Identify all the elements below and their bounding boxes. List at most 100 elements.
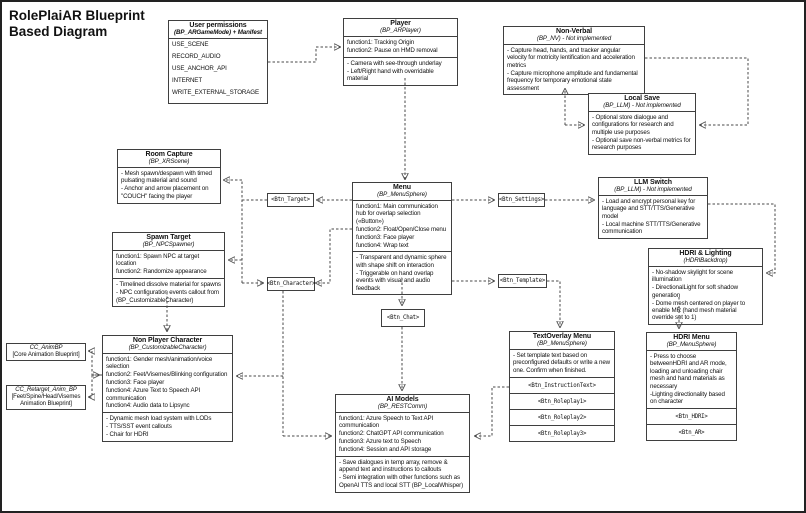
function-line: function2: ChatGPT API communication [339, 430, 444, 438]
function-line: function2: Pause on HMD removal [347, 46, 438, 54]
box-subtitle: (BP_MenuSphere) [666, 341, 717, 348]
note-line: - Dome mesh centered on player to enable… [652, 299, 746, 322]
connector-label-btn-chat: <Btn_Chat> [381, 309, 425, 327]
box-header: HDRI & Lighting (HDRIBackdrop) [649, 249, 762, 267]
connector-label-btn-settings: <Btn_Settings> [498, 193, 545, 207]
note-line: - Semi integration with other functions … [339, 474, 464, 489]
function-line: function3: Face player [356, 233, 415, 241]
box-menu: Menu (BP_MenuSphere) function1: Main com… [352, 182, 452, 296]
box-subtitle: (BP_LLM) - Not implemented [614, 186, 692, 193]
notes-section: - Capture head, hands, and tracker angul… [504, 45, 644, 94]
box-non-verbal: Non-Verbal (BP_NV) - Not implemented - C… [503, 26, 645, 96]
box-title: User permissions [189, 22, 247, 29]
note-line: - Chair for HDRI [106, 431, 149, 439]
connector-label-btn-character: <Btn_Character> [267, 277, 315, 291]
note-line: - Set template text based on preconfigur… [513, 352, 611, 374]
note-line: - Left/Right hand with overridable mater… [347, 67, 434, 83]
box-title: CC_AnimBP [29, 345, 63, 351]
note-line: - Optional save non-verbal metrics for r… [592, 136, 691, 152]
box-cc-retarget-anim-bp: CC_Retarget_Anim_BP [Feet/Spine/Head/Vis… [6, 385, 86, 410]
notes-section: - Optional store dialogue and configurat… [589, 112, 695, 154]
button-cell-roleplay2: <Btn_Roleplay2> [510, 408, 614, 425]
permission-item: RECORD_AUDIO [172, 52, 221, 60]
box-header: Non-Verbal (BP_NV) - Not implemented [504, 27, 644, 45]
box-header: Room Capture (BP_XRScene) [118, 150, 220, 168]
note-line: - Local machine STT/TTS/Generative commu… [602, 220, 701, 236]
button-cell-instruction-text: <Btn_InstructionText> [510, 376, 614, 393]
wire-btn-template-textoverlay [547, 280, 560, 327]
permission-item: USE_SCENE [172, 41, 209, 48]
box-llm-switch: LLM Switch (BP_LLM) - Not implemented - … [598, 177, 708, 240]
wire-userperms-player [268, 47, 340, 63]
connector-label-text: <Btn_Target> [271, 197, 310, 203]
box-title: Player [390, 20, 411, 27]
function-line: function2: Randomize appearance [116, 268, 207, 276]
note-line: - Triggerable on hand overlap events wit… [356, 269, 434, 292]
box-subtitle: (BP_ARGameMode) + Manifest [174, 29, 262, 36]
function-line: function1: Main communication hub for ov… [356, 203, 438, 225]
note-line: - Mesh spawn/despawn with timed pulsatin… [121, 170, 212, 185]
note-line: - Camera with see-through underlay [347, 59, 442, 67]
box-local-save: Local Save (BP_LLM) - Not implemented - … [588, 93, 696, 156]
notes-section: - Camera with see-through underlay - Lef… [344, 56, 457, 85]
connector-label-text: <Btn_Settings> [498, 197, 545, 203]
function-line: function4: Azure Text to Speech API comm… [106, 387, 201, 402]
functions-section: function1: Azure Speech to Text API comm… [336, 413, 469, 456]
box-user-permissions: User permissions (BP_ARGameMode) + Manif… [168, 20, 268, 104]
note-line: - Save dialogues in temp array, remove &… [339, 459, 448, 474]
box-title: AI Models [386, 396, 419, 403]
note-line: [Core Animation Blueprint] [12, 352, 80, 358]
notes-section: - Mesh spawn/despawn with timed pulsatin… [118, 168, 220, 203]
box-title: LLM Switch [634, 179, 672, 186]
connector-label-text: <Btn_Template> [499, 278, 546, 284]
note-line: - Anchor and arrow placement on "COUCH" … [121, 185, 209, 200]
box-title: Spawn Target [146, 234, 191, 241]
note-line: - Press to choose betweenHDRI and AR mod… [650, 353, 727, 390]
function-line: function1: Spawn NPC at target location [116, 253, 200, 268]
function-line: function4: Wrap text [356, 241, 409, 249]
box-title: Non Player Character [132, 337, 203, 344]
note-line: [Feet/Spine/Head/Visemes Animation Bluep… [11, 394, 81, 407]
box-ai-models: AI Models (BP_RESTComm) function1: Azure… [335, 394, 470, 493]
permissions-list: USE_SCENE RECORD_AUDIO USE_ANCHOR_API IN… [169, 39, 267, 103]
connector-label-text: <Btn_Character> [266, 281, 316, 287]
note-line: - DirectionalLight for soft shadow gener… [652, 284, 739, 299]
function-line: function1: Gender mesh/animation/voice s… [106, 356, 213, 371]
function-line: function4: Session and API storage [339, 446, 432, 454]
box-subtitle: (BP_XRScene) [148, 158, 190, 165]
function-line: function1: Tracking Origin [347, 39, 415, 46]
box-subtitle: (HDRIBackdrop) [683, 257, 728, 264]
notes-section: - Load and encrypt personal key for lang… [599, 196, 707, 238]
box-subtitle: (BP_ARPlayer) [380, 27, 421, 34]
box-subtitle: (BP_NPCSpawner) [142, 241, 195, 248]
box-player: Player (BP_ARPlayer) function1: Tracking… [343, 18, 458, 87]
notes-section: - Set template text based on preconfigur… [510, 350, 614, 377]
box-title: Non-Verbal [556, 28, 592, 35]
box-header: Menu (BP_MenuSphere) [353, 183, 451, 201]
note-line: - Load and encrypt personal key for lang… [602, 198, 696, 220]
box-header: Player (BP_ARPlayer) [344, 19, 457, 37]
note-line: - Optional store dialogue and configurat… [592, 114, 674, 136]
function-line: function1: Azure Speech to Text API comm… [339, 415, 434, 430]
box-title: HDRI & Lighting [679, 250, 732, 257]
note-line: - Dynamic mesh load system with LODs [106, 415, 212, 423]
wire-menu-btn-character [316, 228, 352, 283]
box-title: Local Save [624, 95, 660, 102]
box-header: Local Save (BP_LLM) - Not implemented [589, 94, 695, 112]
box-subtitle: (BP_LLM) - Not implemented [603, 102, 681, 109]
note-line: - Capture head, hands, and tracker angul… [507, 47, 635, 69]
note-line: - Transparent and dynamic sphere with sh… [356, 254, 447, 269]
box-header: AI Models (BP_RESTComm) [336, 395, 469, 413]
notes-section: - No-shadow skylight for scene illuminat… [649, 267, 762, 324]
box-header: User permissions (BP_ARGameMode) + Manif… [169, 21, 267, 39]
notes-section: - Transparent and dynamic sphere with sh… [353, 251, 451, 294]
functions-section: function1: Spawn NPC at target location … [113, 251, 224, 278]
diagram-title: RolePlaiAR Blueprint Based Diagram [9, 8, 145, 40]
box-header: Spawn Target (BP_NPCSpawner) [113, 233, 224, 251]
function-line: function4: Audio data to Lipsync [106, 402, 190, 410]
box-header: LLM Switch (BP_LLM) - Not implemented [599, 178, 707, 196]
button-cell-hdri: <Btn_HDRI> [647, 407, 736, 424]
connector-label-btn-target: <Btn_Target> [267, 193, 314, 207]
notes-section: - Save dialogues in temp array, remove &… [336, 456, 469, 492]
